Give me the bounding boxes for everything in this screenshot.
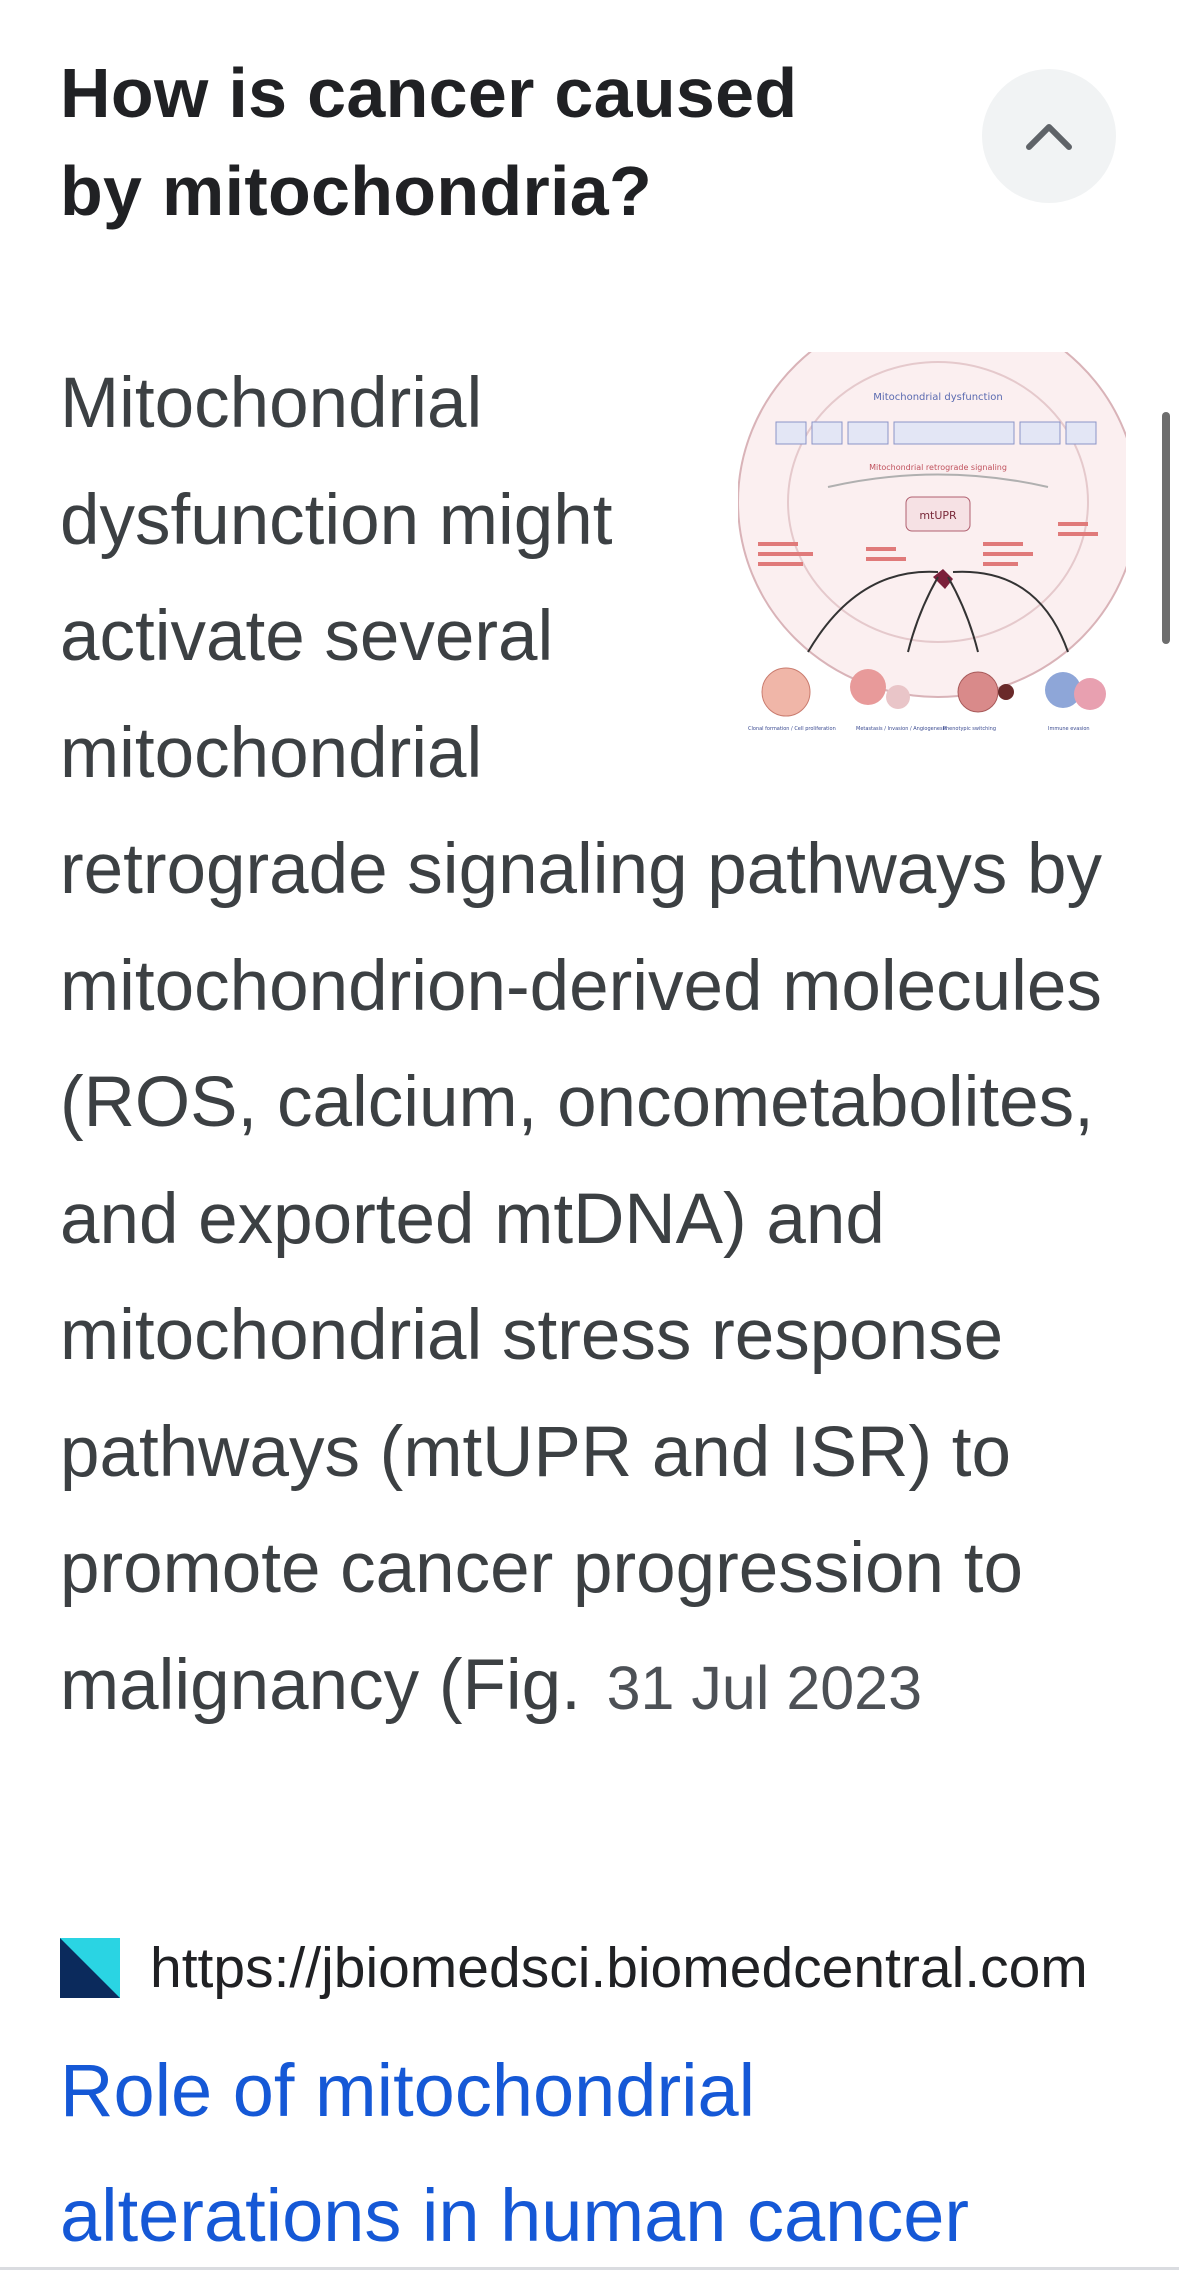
result-title-link[interactable]: Role of mitochondrial alterations in hum… <box>60 2028 1120 2278</box>
question-heading: How is cancer caused by mitochondria? <box>60 44 910 240</box>
answer-text: Mitochondrial dysfunction might activate… <box>60 364 1102 1725</box>
result-source[interactable]: https://jbiomedsci.biomedcentral.com <box>60 1936 1116 2000</box>
answer-snippet: Mitochondrial dysfunction Mitochondrial … <box>60 346 1126 1746</box>
thumb-subheader: Mitochondrial retrograde signaling <box>869 463 1007 472</box>
thumb-outcome-1: Clonal formation / Cell proliferation <box>748 726 836 732</box>
thumb-outcome-3: Phenotypic switching <box>943 726 996 732</box>
biomedcentral-favicon <box>60 1938 120 1998</box>
divider <box>0 2267 1179 2270</box>
scrollbar[interactable] <box>1162 412 1170 644</box>
question-line-1: How is cancer caused <box>60 54 798 132</box>
answer-thumbnail[interactable]: Mitochondrial dysfunction Mitochondrial … <box>738 352 1126 747</box>
source-url[interactable]: https://jbiomedsci.biomedcentral.com <box>150 1936 1088 2000</box>
result-title-line-2[interactable]: alterations in human cancer <box>60 2174 970 2257</box>
collapse-button[interactable] <box>982 69 1116 203</box>
answer-date: 31 Jul 2023 <box>606 1653 923 1722</box>
thumb-outcome-4: Immune evasion <box>1048 726 1090 732</box>
mitochondria-diagram-image: Mitochondrial dysfunction Mitochondrial … <box>738 352 1126 747</box>
thumb-header: Mitochondrial dysfunction <box>873 392 1002 403</box>
question-line-2: by mitochondria? <box>60 152 653 230</box>
result-title-line-1[interactable]: Role of mitochondrial <box>60 2049 756 2132</box>
thumb-center: mtUPR <box>919 509 957 522</box>
thumb-outcome-2: Metastasis / Invasion / Angiogenesis <box>856 726 947 732</box>
chevron-up-icon <box>1026 124 1072 150</box>
